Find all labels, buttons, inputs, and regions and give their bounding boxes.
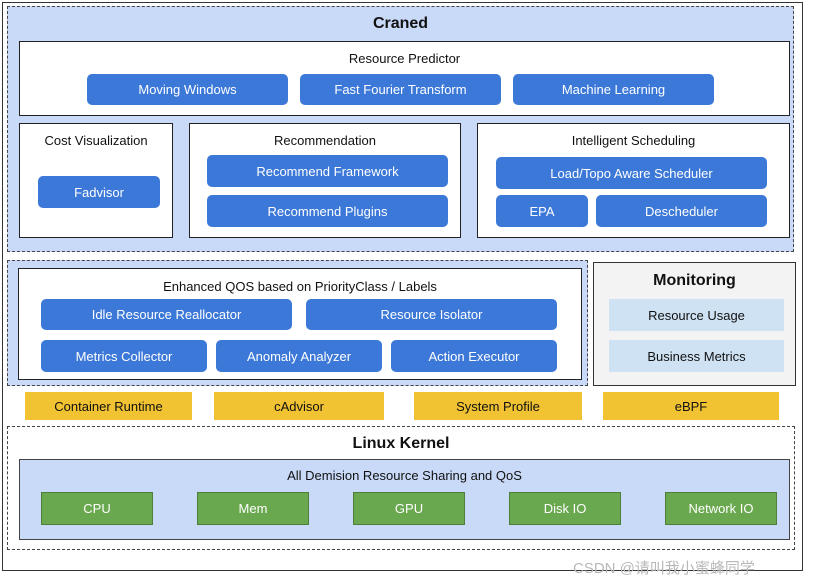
mem-box: Mem <box>197 492 309 525</box>
recommendation-title: Recommendation <box>274 133 376 148</box>
diagram-frame <box>2 2 803 571</box>
qos-title: Enhanced QOS based on PriorityClass / La… <box>163 279 437 294</box>
monitoring-title: Monitoring <box>653 272 736 289</box>
descheduler-box: Descheduler <box>596 195 767 227</box>
metrics-collector-box: Metrics Collector <box>41 340 207 372</box>
business-metrics-box: Business Metrics <box>609 340 784 372</box>
network-io-box: Network IO <box>665 492 777 525</box>
fadvisor-box: Fadvisor <box>38 176 160 208</box>
ebpf-box: eBPF <box>603 392 779 420</box>
resource-predictor-title: Resource Predictor <box>348 51 461 66</box>
anomaly-analyzer-box: Anomaly Analyzer <box>216 340 382 372</box>
idle-resource-reallocator-box: Idle Resource Reallocator <box>41 299 292 330</box>
cadvisor-box: cAdvisor <box>214 392 384 420</box>
fast-fourier-transform-box: Fast Fourier Transform <box>300 74 501 105</box>
action-executor-box: Action Executor <box>391 340 557 372</box>
intelligent-scheduling-title: Intelligent Scheduling <box>571 133 696 148</box>
container-runtime-box: Container Runtime <box>25 392 192 420</box>
recommend-plugins-box: Recommend Plugins <box>207 195 448 227</box>
craned-title: Craned <box>372 15 429 32</box>
resource-usage-box: Resource Usage <box>609 299 784 331</box>
linux-kernel-title: Linux Kernel <box>352 435 450 452</box>
disk-io-box: Disk IO <box>509 492 621 525</box>
moving-windows-box: Moving Windows <box>87 74 288 105</box>
load-topo-aware-scheduler-box: Load/Topo Aware Scheduler <box>496 157 767 189</box>
resource-isolator-box: Resource Isolator <box>306 299 557 330</box>
cpu-box: CPU <box>41 492 153 525</box>
machine-learning-box: Machine Learning <box>513 74 714 105</box>
epa-box: EPA <box>496 195 588 227</box>
system-profile-box: System Profile <box>414 392 582 420</box>
recommend-framework-box: Recommend Framework <box>207 155 448 187</box>
gpu-box: GPU <box>353 492 465 525</box>
cost-visualization-title: Cost Visualization <box>44 133 148 148</box>
resource-sharing-title: All Demision Resource Sharing and QoS <box>287 468 522 483</box>
watermark: CSDN @请叫我小蜜蜂同学 <box>573 560 755 577</box>
